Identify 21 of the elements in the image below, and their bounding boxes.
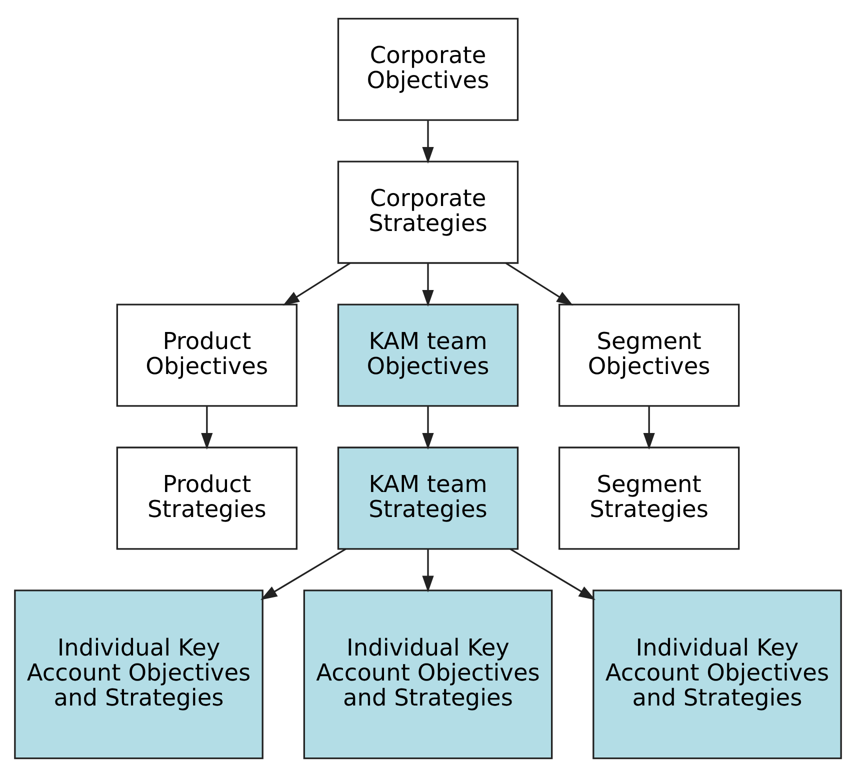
arrow <box>282 262 350 306</box>
node-box: Corporate Strategies <box>337 160 519 264</box>
node-box: Product Strategies <box>116 446 298 550</box>
arrow <box>422 406 434 450</box>
node-box: Individual Key Account Objectives and Strategies <box>592 590 842 760</box>
arrow <box>201 406 213 450</box>
node-box: Corporate Objectives <box>337 18 519 121</box>
arrow <box>260 548 346 600</box>
node-box: Individual Key Account Objectives and Strategies <box>14 590 264 760</box>
arrow <box>643 406 655 450</box>
arrow <box>422 548 434 592</box>
node-box: Individual Key Account Objectives and Strategies <box>303 590 553 760</box>
arrow <box>506 262 574 306</box>
arrow <box>422 264 434 307</box>
arrow <box>422 120 434 164</box>
node-box: KAM team Objectives <box>337 304 519 407</box>
arrow <box>510 548 596 600</box>
node-box: Product Objectives <box>116 304 298 407</box>
node-box: Segment Strategies <box>558 446 740 550</box>
node-box: KAM team Strategies <box>337 446 519 550</box>
node-box: Segment Objectives <box>558 304 740 407</box>
